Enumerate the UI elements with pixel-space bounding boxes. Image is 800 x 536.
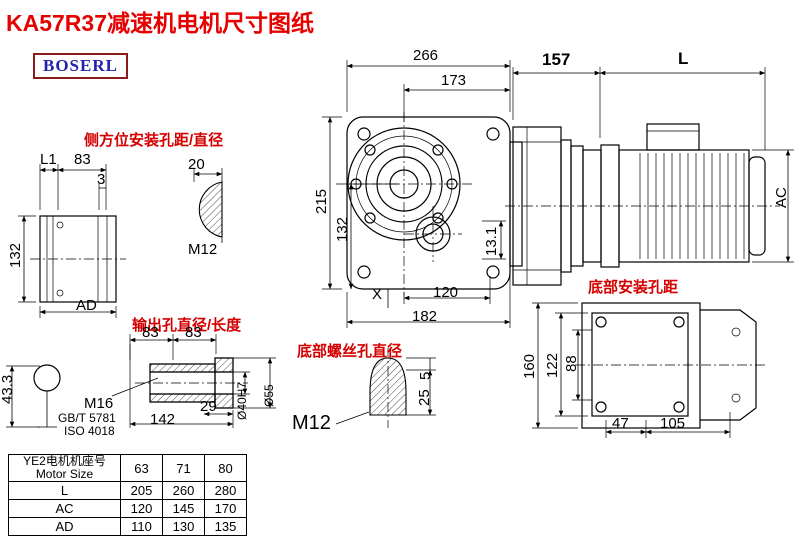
header-frame-63: 63 (120, 454, 163, 482)
front-view (336, 112, 523, 308)
dim-M12-side: M12 (188, 241, 218, 258)
dim-266: 266 (413, 47, 439, 64)
output-shaft-view (33, 357, 248, 428)
row-label-AD: AD (8, 517, 121, 536)
dim-83b: 83 (185, 324, 202, 341)
bottom-screw-detail (335, 348, 407, 428)
dim-182: 182 (412, 308, 438, 325)
table-header-row: YE2电机机座号 Motor Size 63 71 80 (8, 454, 247, 482)
dim-83a: 83 (142, 324, 159, 341)
bottom-view (575, 302, 766, 429)
table-cell: 135 (204, 517, 247, 536)
table-cell: 260 (162, 481, 205, 500)
row-label-L: L (8, 481, 121, 500)
header-motor-size: YE2电机机座号 Motor Size (8, 454, 121, 482)
dim-40H7: Ø40H7 (235, 381, 249, 420)
label-side-mount: 侧方位安装孔距/直径 (84, 132, 224, 149)
label-bottom-screw: 底部螺丝孔直径 (297, 343, 403, 360)
header-motor-size-cn: YE2电机机座号 (23, 454, 106, 468)
dim-55: Ø55 (262, 384, 276, 407)
dim-gbt-5781: GB/T 5781 (58, 411, 116, 425)
table-cell: 205 (120, 481, 163, 500)
table-cell: 110 (120, 517, 163, 536)
dim-105: 105 (660, 415, 686, 432)
row-label-AC: AC (8, 499, 121, 518)
boserl-logo: BOSERL (33, 53, 128, 79)
dim-20: 20 (188, 156, 205, 173)
dim-L1: L1 (40, 151, 57, 168)
dim-120: 120 (433, 284, 459, 301)
dim-3: 3 (97, 171, 106, 188)
dim-29: 29 (200, 398, 217, 415)
dim-157: 157 (542, 50, 571, 69)
dim-47: 47 (612, 415, 629, 432)
side-view-with-motor (505, 123, 780, 286)
dim-AD: AD (76, 297, 97, 314)
dim-122: 122 (544, 352, 561, 378)
dim-88: 88 (563, 355, 580, 372)
dim-5: 5 (417, 371, 434, 380)
table-cell: 145 (162, 499, 205, 518)
left-side-view (30, 215, 126, 303)
dim-215: 215 (313, 188, 330, 214)
dim-43-3: 43.3 (0, 374, 16, 404)
header-frame-71: 71 (162, 454, 205, 482)
dim-142: 142 (150, 411, 176, 428)
dim-iso-4018: ISO 4018 (64, 424, 115, 438)
header-frame-80: 80 (204, 454, 247, 482)
table-cell: 170 (204, 499, 247, 518)
dim-132-side: 132 (7, 242, 24, 268)
dim-13-1: 13.1 (483, 226, 500, 256)
label-output-hole: 输出孔直径/长度 (132, 317, 242, 334)
dim-AC: AC (773, 187, 790, 208)
table-cell: 280 (204, 481, 247, 500)
dim-M16: M16 (84, 395, 114, 412)
table-row-L: L 205 260 280 (8, 481, 247, 500)
dim-M12-bottom: M12 (292, 412, 331, 434)
dim-25: 25 (416, 389, 433, 406)
table-cell: 130 (162, 517, 205, 536)
dim-173: 173 (441, 72, 467, 89)
side-mount-hole-detail (198, 176, 223, 243)
motor-size-table: YE2电机机座号 Motor Size 63 71 80 L 205 260 2… (8, 454, 247, 536)
dim-x-mark: X (372, 286, 383, 303)
dim-160: 160 (521, 353, 538, 379)
header-motor-size-en: Motor Size (35, 467, 94, 481)
label-bottom-mount: 底部安装孔距 (588, 279, 679, 296)
page-title: KA57R37减速机电机尺寸图纸 (6, 10, 314, 36)
dim-L: L (678, 49, 689, 68)
dim-83-side: 83 (74, 151, 91, 168)
dimension-lines (6, 60, 794, 438)
table-cell: 120 (120, 499, 163, 518)
table-row-AC: AC 120 145 170 (8, 499, 247, 518)
table-row-AD: AD 110 130 135 (8, 517, 247, 536)
dim-132-main: 132 (334, 216, 351, 242)
